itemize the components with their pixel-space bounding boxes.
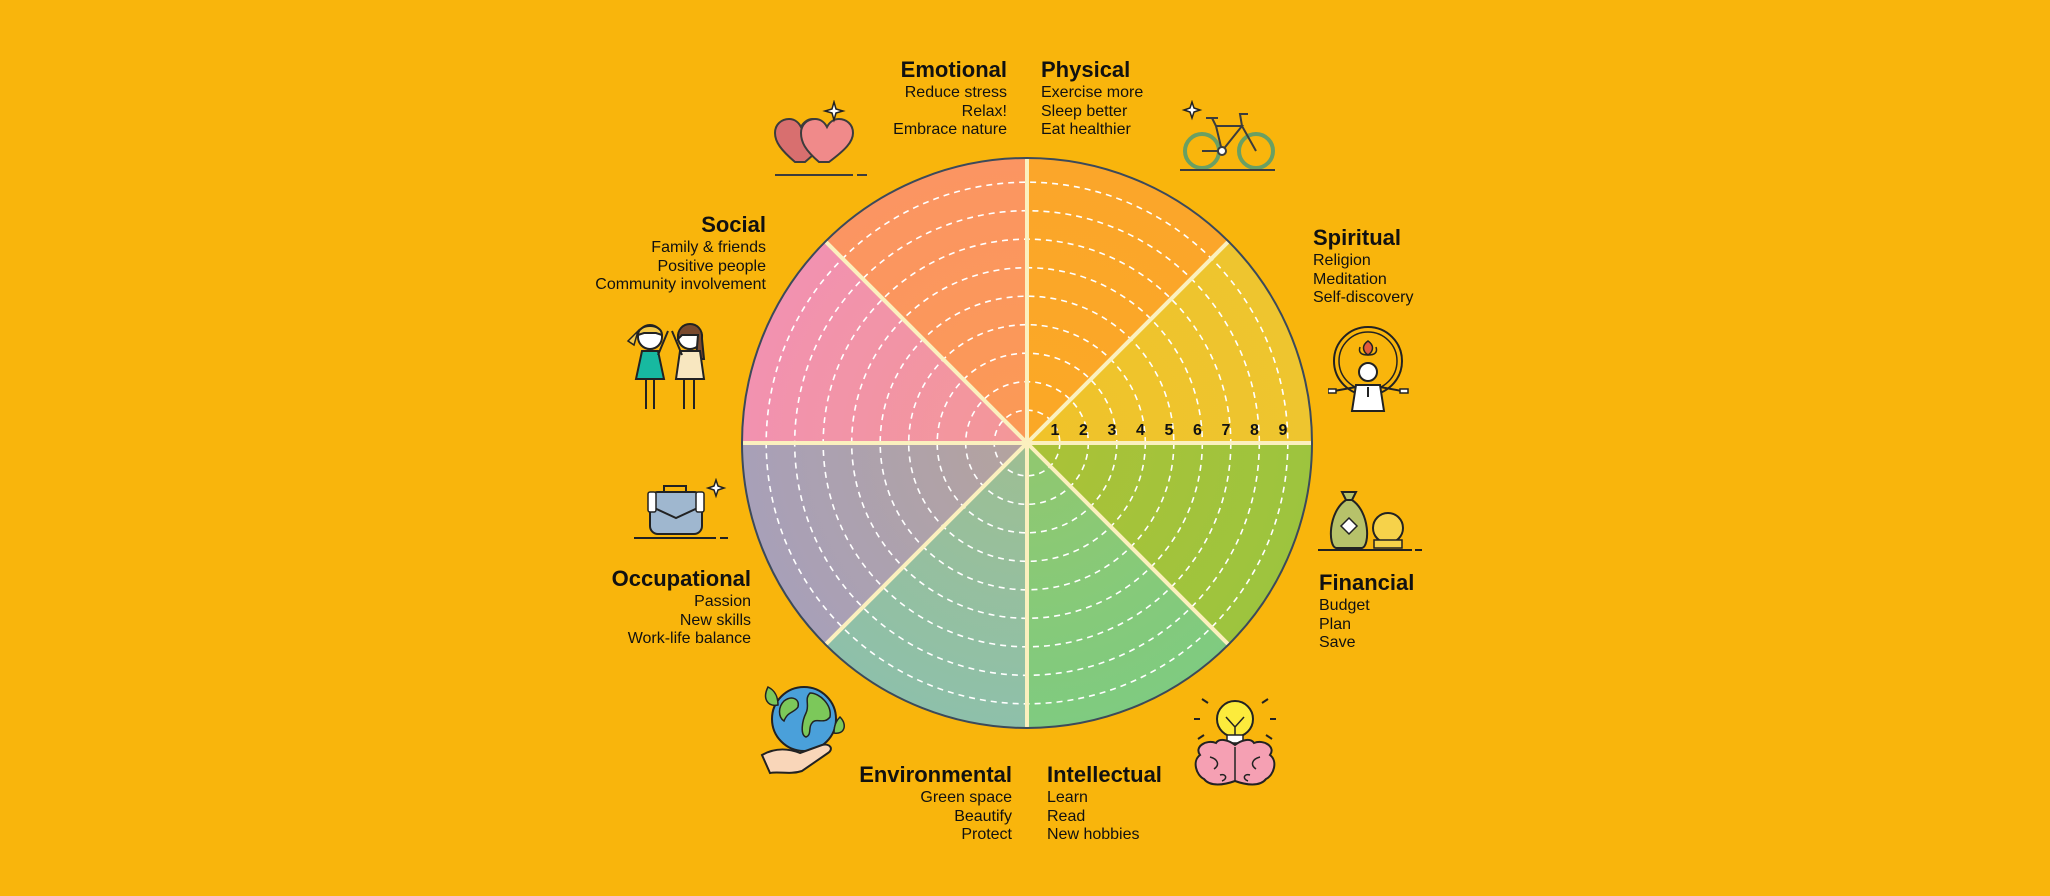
scale-label: 7 bbox=[1222, 422, 1231, 439]
segment-item: Plan bbox=[1319, 615, 1352, 633]
wheel-segment-environmental bbox=[825, 443, 1027, 728]
segment-item: Protect bbox=[961, 826, 1012, 844]
wheel-segment-financial bbox=[1027, 443, 1312, 645]
segment-label-occupational: Occupational Passion New skills Work-lif… bbox=[612, 566, 751, 649]
segment-label-physical: Physical Exercise more Sleep better Eat … bbox=[1041, 57, 1143, 140]
segment-label-financial: Financial Budget Plan Save bbox=[1319, 570, 1414, 653]
segment-divider bbox=[824, 441, 1029, 646]
segment-item: Exercise more bbox=[1041, 84, 1144, 102]
wheel-segment-physical bbox=[1027, 158, 1229, 443]
friends-icon bbox=[626, 323, 706, 409]
segment-label-emotional: Emotional Reduce stress Relax! Embrace n… bbox=[893, 57, 1007, 140]
scale-label: 9 bbox=[1279, 422, 1288, 439]
segment-item: Work-life balance bbox=[627, 630, 751, 648]
segment-label-environmental: Environmental Green space Beautify Prote… bbox=[859, 762, 1012, 845]
segment-item: Read bbox=[1047, 807, 1086, 825]
scale-label: 5 bbox=[1165, 422, 1174, 439]
segment-item: Sleep better bbox=[1041, 102, 1128, 120]
segment-title: Occupational bbox=[611, 566, 751, 591]
segment-item: Eat healthier bbox=[1041, 121, 1131, 139]
segment-divider bbox=[1025, 240, 1230, 445]
segment-item: Embrace nature bbox=[893, 121, 1007, 139]
segment-item: Reduce stress bbox=[904, 84, 1007, 102]
segment-title: Intellectual bbox=[1047, 762, 1162, 787]
wheel-outline bbox=[741, 157, 1313, 729]
scale-label: 1 bbox=[1051, 422, 1060, 439]
segment-item: Save bbox=[1319, 634, 1356, 652]
scale-label: 8 bbox=[1250, 422, 1259, 439]
segment-item: Green space bbox=[920, 789, 1012, 807]
segment-item: Positive people bbox=[657, 257, 766, 275]
segment-item: Meditation bbox=[1313, 270, 1387, 288]
segment-item: Religion bbox=[1313, 252, 1371, 270]
hearts-icon bbox=[773, 100, 867, 176]
segment-label-social: Social Family & friends Positive people … bbox=[595, 212, 766, 295]
wheel-segment-social bbox=[742, 241, 1027, 443]
meditation-icon bbox=[1328, 326, 1409, 412]
earth-hand-icon bbox=[760, 685, 845, 775]
scale-label: 2 bbox=[1079, 422, 1088, 439]
segment-item: Beautify bbox=[954, 807, 1012, 825]
segment-item: Passion bbox=[694, 593, 751, 611]
scale-label: 3 bbox=[1108, 422, 1117, 439]
segment-item: Learn bbox=[1047, 789, 1088, 807]
scale-label: 6 bbox=[1193, 422, 1202, 439]
segment-label-intellectual: Intellectual Learn Read New hobbies bbox=[1047, 762, 1162, 845]
segment-item: Relax! bbox=[961, 102, 1007, 120]
segment-title: Emotional bbox=[900, 57, 1007, 82]
segment-title: Financial bbox=[1319, 570, 1415, 595]
segment-item: Self-discovery bbox=[1313, 289, 1414, 307]
money-bag-icon bbox=[1318, 491, 1422, 551]
scale-label: 4 bbox=[1136, 422, 1145, 439]
segment-item: Budget bbox=[1319, 597, 1370, 615]
segment-title: Physical bbox=[1041, 57, 1131, 82]
segment-item: New hobbies bbox=[1047, 826, 1140, 844]
segment-title: Social bbox=[701, 212, 766, 237]
brain-lightbulb-icon bbox=[1194, 698, 1276, 786]
bicycle-icon bbox=[1180, 100, 1275, 171]
segment-item: Family & friends bbox=[651, 239, 766, 257]
segment-divider bbox=[824, 240, 1029, 445]
segment-title: Environmental bbox=[859, 762, 1012, 787]
segment-item: Community involvement bbox=[595, 276, 766, 294]
segment-divider bbox=[1025, 441, 1230, 646]
briefcase-icon bbox=[634, 478, 728, 539]
segment-title: Spiritual bbox=[1313, 225, 1402, 250]
segment-item: New skills bbox=[679, 611, 751, 629]
segment-label-spiritual: Spiritual Religion Meditation Self-disco… bbox=[1313, 225, 1413, 308]
